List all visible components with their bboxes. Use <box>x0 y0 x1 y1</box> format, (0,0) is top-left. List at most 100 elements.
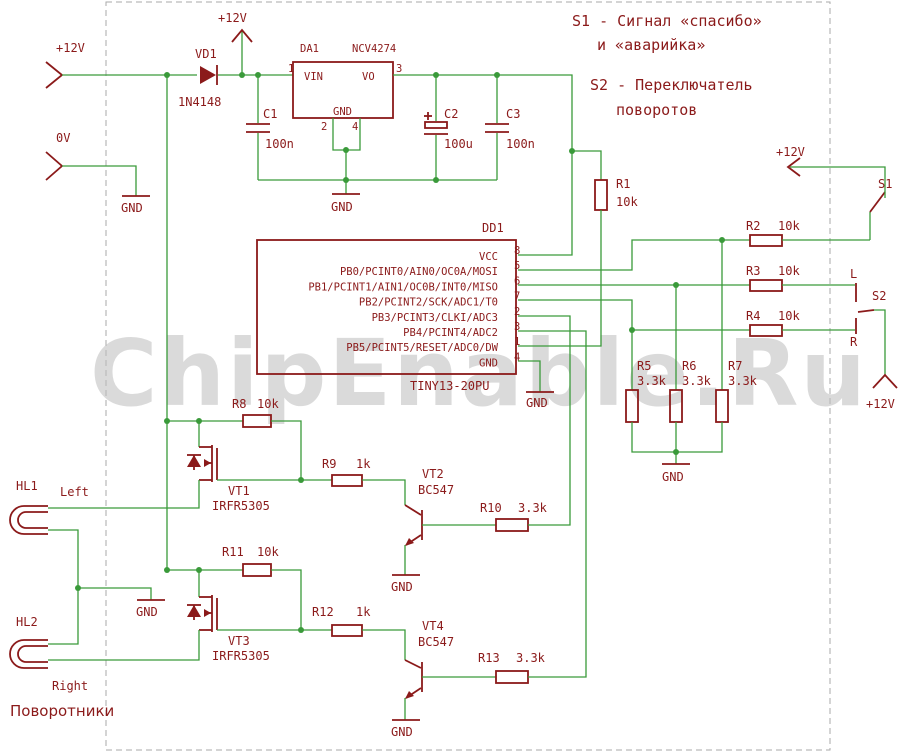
mosfet-vt3: VT3 IRFR5305 <box>48 570 301 663</box>
note-s2-line2: поворотов <box>616 101 697 119</box>
r11-value: 10k <box>257 545 279 559</box>
mcu-pin-number: 5 <box>514 260 520 272</box>
vt2-value: BC547 <box>418 483 454 497</box>
note-s1-line1: S1 - Сигнал «спасибо» <box>572 12 762 30</box>
da1-pin3: 3 <box>396 63 402 75</box>
lamp-hl2: HL2 Right <box>9 588 88 693</box>
r4-ref: R4 <box>746 309 760 323</box>
mcu-pin-number: 4 <box>514 351 520 363</box>
r2-value: 10k <box>778 219 800 233</box>
mcu-pin-number: 7 <box>514 291 520 303</box>
s2-supply-label: +12V <box>866 397 895 411</box>
r7-value: 3.3k <box>728 374 758 388</box>
s1-ref: S1 <box>878 177 892 191</box>
resistor-r1: R1 10k <box>518 150 638 347</box>
input-0v-label: 0V <box>56 131 70 145</box>
hl2-ref: HL2 <box>16 615 38 629</box>
r7-ref: R7 <box>728 359 742 373</box>
mcu-dd1: DD1 TINY13-20PU <box>256 221 517 393</box>
r10-ref: R10 <box>480 501 502 515</box>
r11-ref: R11 <box>222 545 244 559</box>
resistor-r8: R8 10k <box>232 397 302 480</box>
r4-value: 10k <box>778 309 800 323</box>
r8-value: 10k <box>257 397 279 411</box>
mcu-pin-name: PB1/PCINT1/AIN1/OC0B/INT0/MISO <box>308 281 498 293</box>
c2-ref: C2 <box>444 107 458 121</box>
capacitor-c3: C3 100n <box>485 75 535 180</box>
mcu-pin-name: PB0/PCINT0/AIN0/OC0A/MOSI <box>340 266 498 278</box>
input-12v-label: +12V <box>56 41 85 55</box>
mcu-pin-number: 6 <box>514 275 520 287</box>
lamp-hl1: HL1 Left <box>9 479 89 588</box>
r5-ref: R5 <box>637 359 651 373</box>
r13-ref: R13 <box>478 651 500 665</box>
c1-ref: C1 <box>263 107 277 121</box>
s2-pos-r: R <box>850 335 858 349</box>
da1-ref: DA1 <box>300 43 319 55</box>
mcu-pin-number: 1 <box>514 336 520 348</box>
switch-s1: S1 +12V <box>776 145 892 240</box>
gnd-label-vt4: GND <box>391 725 413 739</box>
regulator-da1: DA1 NCV4274 VIN VO GND 1 3 2 4 <box>288 43 402 133</box>
resistor-r6: R6 3.3k <box>669 285 712 423</box>
r9-ref: R9 <box>322 457 336 471</box>
transistor-vt4: VT4 BC547 GND <box>391 619 496 739</box>
note-s1-line2: и «аварийка» <box>597 36 705 54</box>
gnd-label-mcu: GND <box>526 396 548 410</box>
lamps-caption: Поворотники <box>10 702 114 720</box>
diode-vd1: VD1 1N4148 <box>178 47 293 109</box>
r9-value: 1k <box>356 457 371 471</box>
mcu-pin-name: GND <box>479 357 498 369</box>
mcu-pin-name: PB5/PCINT5/RESET/ADC0/DW <box>346 342 498 354</box>
vt4-value: BC547 <box>418 635 454 649</box>
r3-value: 10k <box>778 264 800 278</box>
mcu-pin-name: VCC <box>479 251 498 263</box>
r10-value: 3.3k <box>518 501 548 515</box>
gnd-label-lamps: GND <box>136 605 158 619</box>
vt1-ref: VT1 <box>228 484 250 498</box>
vd1-ref: VD1 <box>195 47 217 61</box>
resistor-r5: R5 3.3k <box>625 330 667 423</box>
r5-value: 3.3k <box>637 374 667 388</box>
rail-12v-arrow: +12V <box>218 11 253 75</box>
r2-ref: R2 <box>746 219 760 233</box>
mcu-pin-name: PB4/PCINT4/ADC2 <box>403 327 498 339</box>
input-0v-connector: GND 0V <box>45 131 150 215</box>
r12-ref: R12 <box>312 605 334 619</box>
note-s2-line1: S2 - Переключатель <box>590 76 753 94</box>
mcu-pin-name: PB2/PCINT2/SCK/ADC1/T0 <box>359 297 498 309</box>
resistor-r2: R2 10k <box>746 219 870 247</box>
gnd-label-vt2: GND <box>391 580 413 594</box>
vt3-value: IRFR5305 <box>212 649 270 663</box>
hl2-label: Right <box>52 679 88 693</box>
board-frame <box>105 1 831 751</box>
r12-value: 1k <box>356 605 371 619</box>
da1-pin-vin: VIN <box>304 71 323 83</box>
resistor-r12: R12 1k <box>301 605 406 660</box>
mcu-pin-name: PB3/PCINT3/CLKI/ADC3 <box>372 312 498 324</box>
r1-ref: R1 <box>616 177 630 191</box>
s2-pos-l: L <box>850 267 857 281</box>
c1-value: 100n <box>265 137 294 151</box>
da1-pin-gnd: GND <box>333 106 352 118</box>
resistor-r9: R9 1k <box>301 457 406 505</box>
hl1-ref: HL1 <box>16 479 38 493</box>
s2-ref: S2 <box>872 289 886 303</box>
mcu-pin-number: 2 <box>514 306 520 318</box>
r3-ref: R3 <box>746 264 760 278</box>
resistor-r4: R4 10k <box>746 309 855 337</box>
vd1-value: 1N4148 <box>178 95 221 109</box>
transistor-vt2: VT2 BC547 GND <box>391 467 496 594</box>
r6-ref: R6 <box>682 359 696 373</box>
gnd-label-pulldown: GND <box>662 470 684 484</box>
mcu-part: TINY13-20PU <box>410 379 489 393</box>
r1-value: 10k <box>616 195 638 209</box>
input-12v-connector: +12V <box>45 41 197 89</box>
da1-pin-vo: VO <box>362 71 375 83</box>
da1-pin2: 2 <box>321 121 327 133</box>
s1-supply-label: +12V <box>776 145 805 159</box>
r8-ref: R8 <box>232 397 246 411</box>
mcu-pin-number: 3 <box>514 321 520 333</box>
switch-s2: S2 L R +12V <box>850 267 898 411</box>
